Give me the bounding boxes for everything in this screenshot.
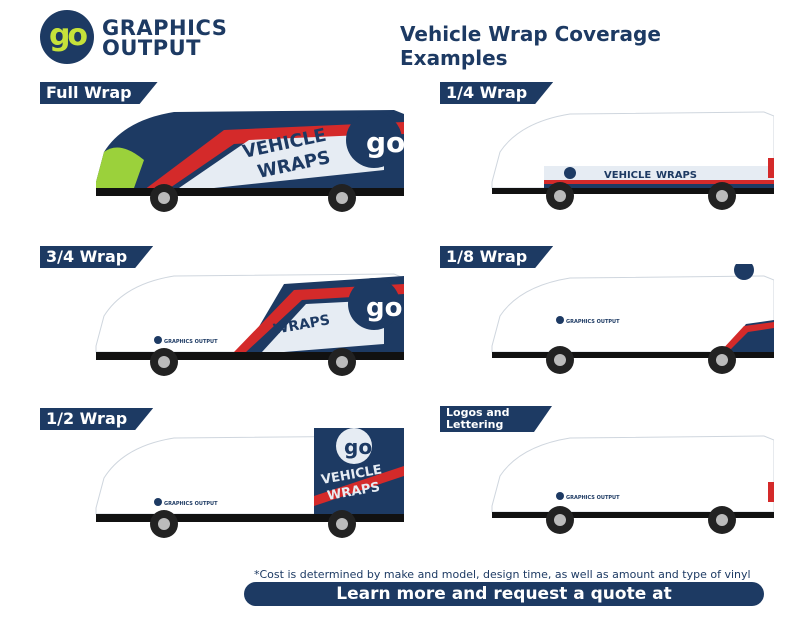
brand-logo: go GRAPHICS OUTPUT xyxy=(40,10,230,66)
panel-eighth-wrap: 1/8 Wrap GRAPHICS OUTPUT xyxy=(440,246,774,386)
van-quarter-wrap: VEHICLE WRAPS xyxy=(491,111,774,210)
logo-mark-text: go xyxy=(366,293,402,323)
small-brand-text: GRAPHICS OUTPUT xyxy=(164,501,218,507)
panel-three-quarter-wrap: 3/4 Wrap go WRAPS GRAPHICS OUTPUT xyxy=(40,246,404,386)
van-half-wrap: go VEHICLE WRAPS GRAPHICS OUTPUT xyxy=(95,428,404,538)
small-brand-text: GRAPHICS OUTPUT xyxy=(566,495,620,501)
panel-quarter-wrap: 1/4 Wrap VEHICLE WRAPS xyxy=(440,82,774,222)
logo-mark: go xyxy=(40,10,94,64)
logo-wordmark: GRAPHICS OUTPUT xyxy=(102,16,228,60)
van-logos-lettering: GRAPHICS OUTPUT xyxy=(491,435,774,534)
logo-line-2: OUTPUT xyxy=(102,36,201,60)
panel-label: 3/4 Wrap xyxy=(40,246,153,268)
panel-half-wrap: 1/2 Wrap go VEHICLE WRAPS GRAPHICS OUTPU… xyxy=(40,408,404,548)
wraps-text: WRAPS xyxy=(656,170,697,181)
panel-full-wrap: Full Wrap go VEHICLE WRAPS xyxy=(40,82,404,222)
van-eighth-wrap: GRAPHICS OUTPUT xyxy=(491,264,774,374)
quote-cta-banner[interactable]: Learn more and request a quote at GoGrap… xyxy=(244,582,764,628)
panel-label: 1/4 Wrap xyxy=(440,82,553,104)
cost-footnote: *Cost is determined by make and model, d… xyxy=(254,568,751,581)
panel-label-line-1: Logos and xyxy=(446,406,510,419)
panel-label: 1/2 Wrap xyxy=(40,408,153,430)
logo-mark-text: go xyxy=(366,126,404,159)
small-brand-text: GRAPHICS OUTPUT xyxy=(566,319,620,325)
van-full-wrap: go VEHICLE WRAPS xyxy=(96,110,404,212)
logo-mark-text: go xyxy=(344,435,372,459)
page-title: Vehicle Wrap Coverage Examples xyxy=(400,22,661,70)
small-brand-text: GRAPHICS OUTPUT xyxy=(164,339,218,345)
panel-label-line-2: Lettering xyxy=(446,418,504,431)
panel-label: Full Wrap xyxy=(40,82,158,104)
panel-label: Logos and Lettering xyxy=(440,406,552,432)
van-three-quarter-wrap: go WRAPS GRAPHICS OUTPUT xyxy=(95,273,404,376)
panel-label: 1/8 Wrap xyxy=(440,246,553,268)
panel-logos-lettering: Logos and Lettering GRAPHICS OUTPUT xyxy=(440,406,774,546)
logo-line-1: GRAPHICS xyxy=(102,16,228,40)
vehicle-wraps-text: VEHICLE xyxy=(604,170,651,181)
